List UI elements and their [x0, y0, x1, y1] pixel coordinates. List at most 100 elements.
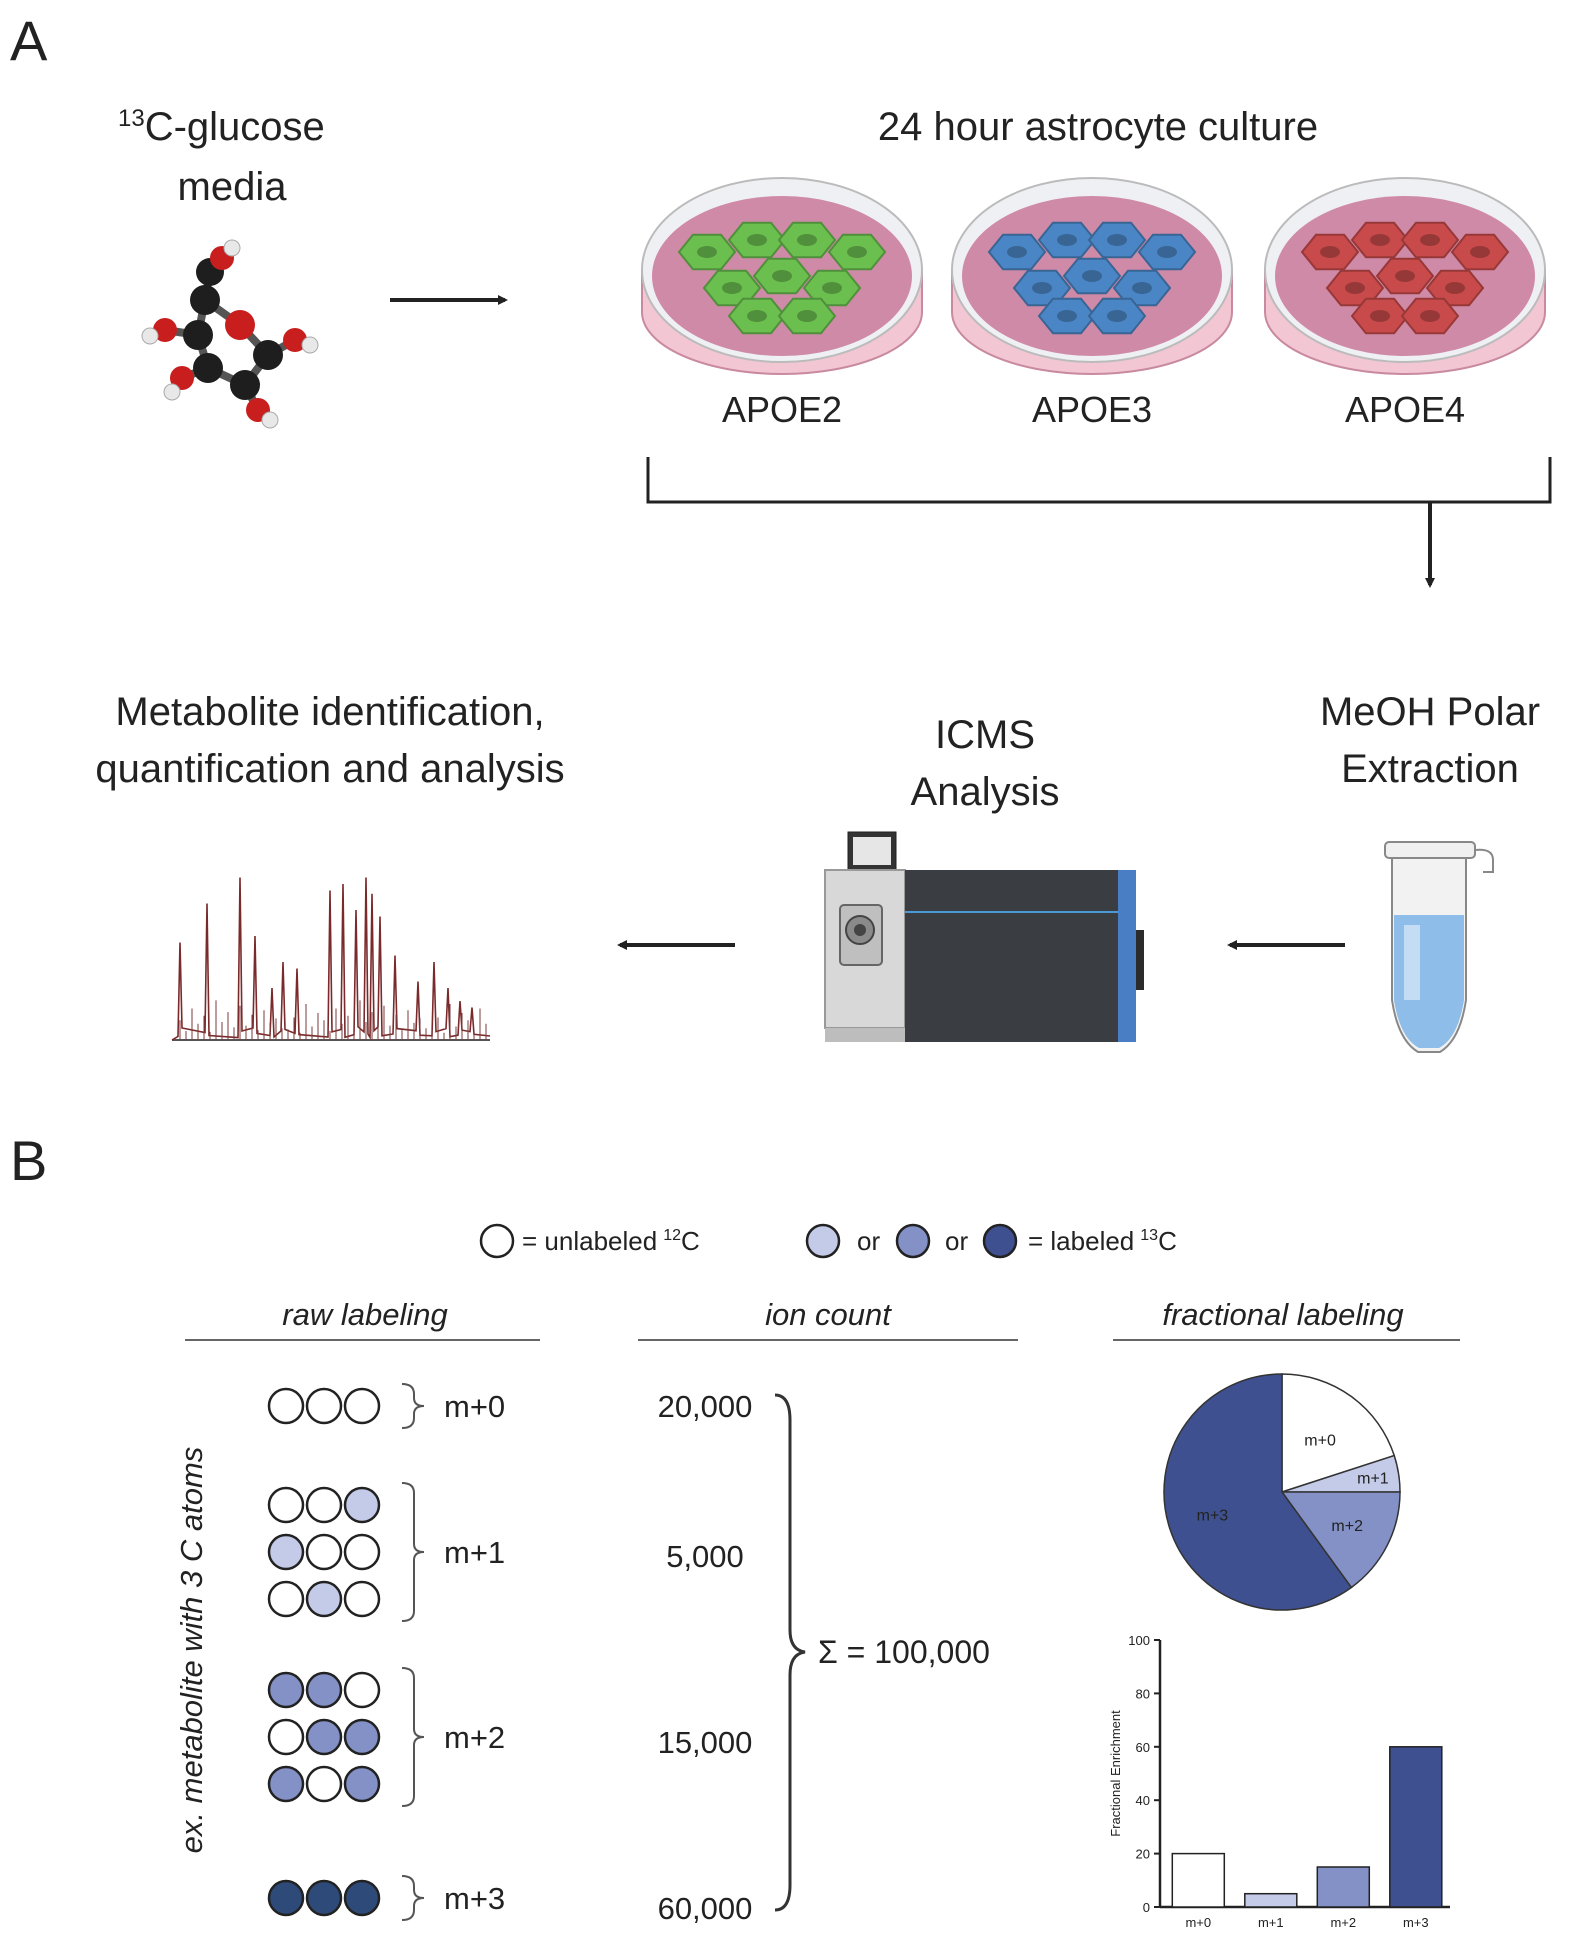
panel-b-letter: B [10, 1129, 47, 1192]
bar-m2 [1316, 1866, 1371, 1908]
isotopologue-group-m0: m+0 [267, 1383, 505, 1429]
legend-m2-circle [895, 1223, 931, 1259]
pie-slice-label: m+1 [1357, 1471, 1389, 1488]
bar-m1 [1244, 1892, 1298, 1908]
petri-dish-apoe4 [1264, 177, 1546, 375]
legend-or-2: or [945, 1226, 968, 1256]
col-raw-labeling: raw labeling [282, 1297, 447, 1332]
isotopologue-rows: m+0 20,000 m+1 5,000 m+2 15,000 m+3 60,000 [267, 1383, 753, 1926]
dish-bracket [646, 457, 1552, 504]
sum-brace [774, 1393, 806, 1912]
atom-circle [343, 1533, 381, 1571]
group-brace [401, 1482, 425, 1622]
side-label: ex. metabolite with 3 C atoms [174, 1447, 209, 1854]
bar-y-axis-label: Fractional Enrichment [1108, 1710, 1123, 1837]
isotopologue-label: m+3 [444, 1881, 505, 1916]
pie-slice-label: m+2 [1331, 1518, 1363, 1535]
atom-circle [305, 1765, 343, 1803]
dish-label-apoe3: APOE3 [1032, 389, 1152, 430]
extraction-label-line1: MeOH Polar [1320, 690, 1540, 734]
isotopologue-group-m1: m+1 [267, 1482, 505, 1622]
atom-circle [305, 1879, 343, 1917]
y-tick-label: 100 [1128, 1633, 1150, 1648]
extraction-label-line2: Extraction [1341, 747, 1519, 791]
group-brace [401, 1667, 425, 1807]
bar-m3 [1389, 1746, 1443, 1908]
atom-circle [267, 1387, 305, 1425]
glucose-label: 13C-glucose [118, 105, 325, 149]
pie-slice-label: m+0 [1304, 1433, 1336, 1450]
atom-circle [267, 1486, 305, 1524]
isotopologue-group-m2: m+2 [267, 1667, 505, 1807]
isotopologue-label: m+0 [444, 1389, 505, 1424]
atom-circle [343, 1765, 381, 1803]
col-ion-count: ion count [765, 1297, 892, 1332]
legend-unlabeled-circle [479, 1223, 515, 1259]
atom-circle [267, 1580, 305, 1618]
x-tick-label: m+3 [1403, 1915, 1429, 1930]
dish-label-apoe4: APOE4 [1345, 389, 1465, 430]
atom-circle [343, 1718, 381, 1756]
isotopologue-group-m3: m+3 [267, 1875, 505, 1921]
atom-circle [305, 1486, 343, 1524]
atom-circle [343, 1580, 381, 1618]
y-tick-label: 60 [1136, 1740, 1150, 1755]
group-brace [401, 1383, 425, 1429]
ion-count-value: 60,000 [658, 1891, 753, 1926]
isotopologue-label: m+1 [444, 1535, 505, 1570]
atom-circle [305, 1533, 343, 1571]
metabolite-label-line1: Metabolite identification, [115, 690, 544, 734]
atom-circle [343, 1387, 381, 1425]
legend-m1-circle [805, 1223, 841, 1259]
x-tick-label: m+2 [1330, 1915, 1356, 1930]
legend-m3-circle [982, 1223, 1018, 1259]
y-tick-label: 80 [1136, 1686, 1150, 1701]
x-tick-label: m+1 [1258, 1915, 1284, 1930]
atom-circle [305, 1387, 343, 1425]
pie-slice-label: m+3 [1197, 1508, 1229, 1525]
metabolite-label-line2: quantification and analysis [95, 747, 564, 791]
atom-circle [267, 1671, 305, 1709]
bar-m0 [1171, 1852, 1226, 1908]
pie-slice-m3 [1163, 1373, 1353, 1611]
pie-slice-m0 [1281, 1373, 1396, 1494]
y-tick-label: 20 [1136, 1847, 1150, 1862]
culture-title: 24 hour astrocyte culture [878, 105, 1318, 149]
col-fractional-labeling: fractional labeling [1162, 1297, 1403, 1332]
y-tick-label: 40 [1136, 1793, 1150, 1808]
ion-count-value: 5,000 [666, 1539, 744, 1574]
ion-count-value: 15,000 [658, 1725, 753, 1760]
atom-circle [305, 1718, 343, 1756]
x-tick-label: m+0 [1185, 1915, 1211, 1930]
sum-label: Σ = 100,000 [818, 1634, 990, 1670]
atom-circle [305, 1580, 343, 1618]
atom-circle [343, 1879, 381, 1917]
eppendorf-tube-icon [1384, 841, 1494, 1053]
atom-circle [267, 1879, 305, 1917]
glucose-label-line2: media [178, 165, 288, 209]
atom-circle [267, 1765, 305, 1803]
legend-or-1: or [857, 1226, 880, 1256]
group-brace [401, 1875, 425, 1921]
atom-circle [267, 1533, 305, 1571]
pie-slice-m2 [1280, 1491, 1401, 1589]
dishes-group: APOE2 APOE3 APOE4 [641, 177, 1546, 430]
atom-circle [305, 1671, 343, 1709]
petri-dish-apoe2 [641, 177, 923, 375]
panel-a-letter: A [10, 9, 48, 72]
icms-label-line2: Analysis [911, 770, 1060, 814]
isotopologue-label: m+2 [444, 1720, 505, 1755]
atom-circle [267, 1718, 305, 1756]
atom-circle [343, 1671, 381, 1709]
dish-label-apoe2: APOE2 [722, 389, 842, 430]
icms-instrument-icon [824, 831, 1144, 1042]
ion-count-value: 20,000 [658, 1389, 753, 1424]
pie-chart: m+0 m+1 m+2 m+3 [1163, 1373, 1401, 1611]
chromatogram-icon [171, 877, 491, 1041]
y-tick-label: 0 [1143, 1900, 1150, 1915]
petri-dish-apoe3 [951, 177, 1233, 375]
